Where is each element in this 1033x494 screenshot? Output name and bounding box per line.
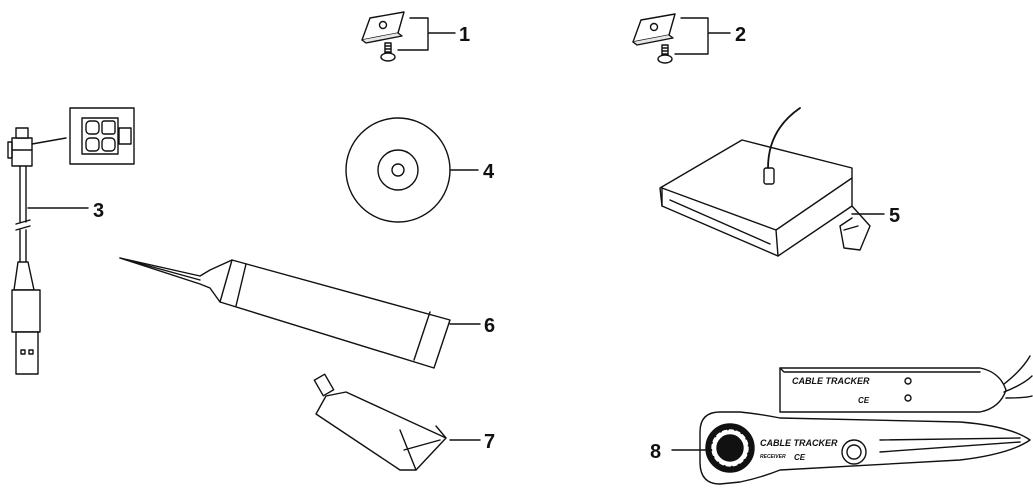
receiver-sublabel: RECEIVER — [760, 454, 786, 460]
caulk-tube — [119, 257, 481, 369]
callout-8: 8 — [650, 441, 661, 463]
glue-tube — [313, 373, 481, 471]
receiver-label: CABLE TRACKER — [760, 438, 838, 448]
callout-4: 4 — [483, 161, 495, 183]
callout-7: 7 — [484, 431, 495, 453]
callout-5: 5 — [889, 205, 900, 227]
sender-label: CABLE TRACKER — [792, 376, 870, 386]
cd-disc — [345, 117, 479, 223]
callout-1: 1 — [459, 24, 470, 46]
device-text: CABLE TRACKER CE CABLE TRACKER RECEIVER … — [760, 376, 870, 462]
base-unit — [659, 107, 885, 257]
cable-tracker-sender — [779, 355, 1033, 413]
sender-ce-mark: CE — [858, 396, 870, 405]
cable-tracker-receiver — [671, 411, 1031, 485]
receiver-ce-mark: CE — [794, 453, 806, 462]
callout-labels: 1 2 3 4 5 6 7 8 — [93, 24, 900, 463]
callout-3: 3 — [93, 200, 104, 222]
usb-cable — [7, 107, 135, 375]
callout-6: 6 — [484, 315, 495, 337]
callout-2: 2 — [735, 24, 746, 46]
blade-screw-set-2 — [632, 13, 731, 64]
blade-screw-set-1 — [361, 11, 456, 62]
